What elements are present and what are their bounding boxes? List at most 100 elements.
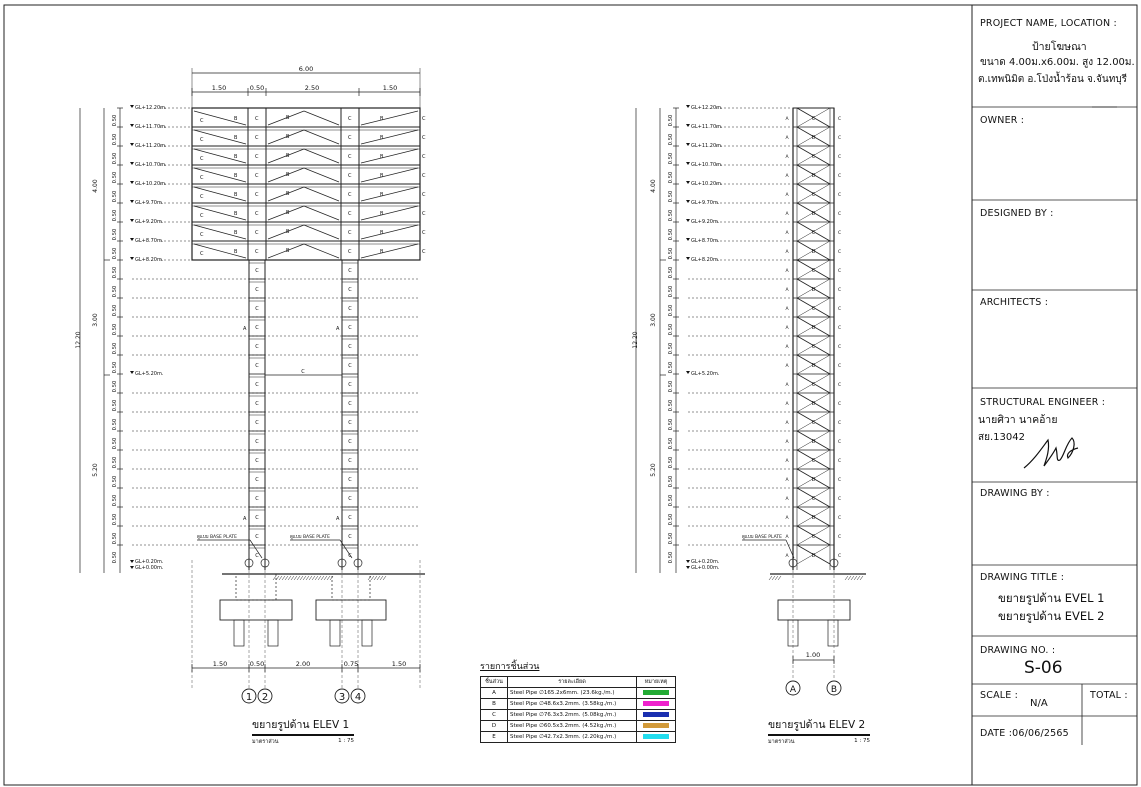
ground-hatch <box>317 575 322 581</box>
tower-diagonal <box>796 487 831 508</box>
level-label: GL+9.70m. <box>691 200 720 206</box>
level-label: GL+8.20m. <box>135 257 164 263</box>
member-mark: C <box>348 325 352 331</box>
spacing-label: 0.50 <box>668 399 674 411</box>
spacing-label: 0.50 <box>112 399 118 411</box>
ground-hatch <box>275 575 280 581</box>
member-mark: C <box>348 249 352 255</box>
tower-diagonal <box>796 354 831 375</box>
member-mark: B <box>380 116 384 122</box>
elev1-title: ขยายรูปด้าน ELEV 1 <box>252 719 350 731</box>
member-mark: A <box>785 534 789 540</box>
drawing-number: S-06 <box>1024 658 1063 678</box>
spacing-label: 0.50 <box>668 152 674 164</box>
level-marker <box>130 143 134 146</box>
spacing-label: 0.50 <box>668 418 674 430</box>
tower-diagonal <box>796 506 831 527</box>
ground-hatch <box>859 575 864 581</box>
level-marker <box>686 143 690 146</box>
ground-hatch <box>844 575 849 581</box>
member-mark: B <box>380 173 384 179</box>
height-dim: 4.00 <box>650 179 657 193</box>
legend-row-desc: Steel Pipe ∅48.6x3.2mm. (3.58kg./m.) <box>507 698 637 710</box>
elevation-2-drawing: 0.500.500.500.500.500.500.500.500.500.50… <box>632 105 866 696</box>
spacing-label: 0.50 <box>112 437 118 449</box>
member-mark: B <box>234 135 238 141</box>
height-dim: 3.00 <box>92 313 99 327</box>
level-label: GL+5.20m. <box>691 371 720 377</box>
dim-label: 0.50 <box>250 84 264 92</box>
brace-b <box>303 224 340 240</box>
member-mark: C <box>348 458 352 464</box>
member-mark: C <box>812 268 816 274</box>
member-mark: B <box>380 135 384 141</box>
member-mark: A <box>785 401 789 407</box>
member-mark: A <box>785 363 789 369</box>
brace-b <box>267 110 305 126</box>
ground-hatch <box>323 575 328 581</box>
spacing-label: 0.50 <box>668 323 674 335</box>
member-mark: C <box>348 135 352 141</box>
spacing-label: 0.50 <box>112 342 118 354</box>
member-mark: C <box>255 401 259 407</box>
elev1-scale-label: มาตราส่วน <box>252 739 279 745</box>
ground-hatch <box>299 575 304 581</box>
ground-hatch <box>305 575 310 581</box>
brace-b <box>193 110 247 126</box>
tower-diagonal <box>796 183 831 204</box>
member-mark: B <box>286 153 290 159</box>
member-mark: C <box>838 154 841 160</box>
brace-b <box>360 129 419 145</box>
elevation-1-drawing: 0.500.500.500.500.500.500.500.500.500.50… <box>75 65 426 704</box>
member-mark: B <box>286 134 290 140</box>
ground-hatch <box>850 575 855 581</box>
level-marker <box>686 181 690 184</box>
ground-hatch <box>290 575 295 581</box>
tower-diagonal <box>796 316 831 337</box>
member-mark: C <box>348 420 352 426</box>
member-mark: C <box>348 401 352 407</box>
leader <box>249 539 263 559</box>
grid-label: A <box>790 685 797 695</box>
member-mark: C <box>838 211 841 217</box>
member-mark: C <box>348 211 352 217</box>
ground-hatch <box>774 575 779 581</box>
member-mark: A <box>785 268 789 274</box>
member-mark: C <box>838 477 841 483</box>
brace-b <box>360 186 419 202</box>
architects-label: ARCHITECTS : <box>980 297 1049 308</box>
spacing-label: 0.50 <box>668 247 674 259</box>
member-mark: C <box>838 116 841 122</box>
member-mark: B <box>380 230 384 236</box>
tower-diagonal <box>796 373 831 394</box>
engineer-signature <box>1023 437 1079 469</box>
member-mark: A <box>785 306 789 312</box>
member-mark: B <box>286 229 290 235</box>
date-label: DATE :06/06/2565 <box>980 728 1069 739</box>
member-mark: C <box>255 173 259 179</box>
leader <box>339 539 353 559</box>
color-swatch <box>643 689 669 695</box>
brace-b <box>267 167 305 183</box>
level-label: GL+8.70m. <box>135 238 164 244</box>
brace-b <box>303 205 340 221</box>
color-swatch <box>643 711 669 717</box>
spacing-label: 0.50 <box>112 456 118 468</box>
member-mark: C <box>255 211 259 217</box>
ground-hatch <box>326 575 331 581</box>
brace-b <box>360 110 419 126</box>
spacing-label: 0.50 <box>668 342 674 354</box>
level-marker <box>130 560 134 563</box>
member-mark: C <box>422 192 426 198</box>
member-mark: A <box>243 516 247 522</box>
level-label: GL+0.00m. <box>135 565 164 571</box>
member-mark: C <box>348 477 352 483</box>
base-plate-note: ดูแบบ BASE PLATE <box>290 534 330 540</box>
sheet-border <box>3 4 1138 786</box>
ground-hatch <box>373 575 378 581</box>
legend-row-id: C <box>480 709 508 721</box>
level-marker <box>130 162 134 165</box>
drawing-no-label: DRAWING NO. : <box>980 645 1056 656</box>
member-mark: C <box>348 154 352 160</box>
member-mark: C <box>255 135 259 141</box>
